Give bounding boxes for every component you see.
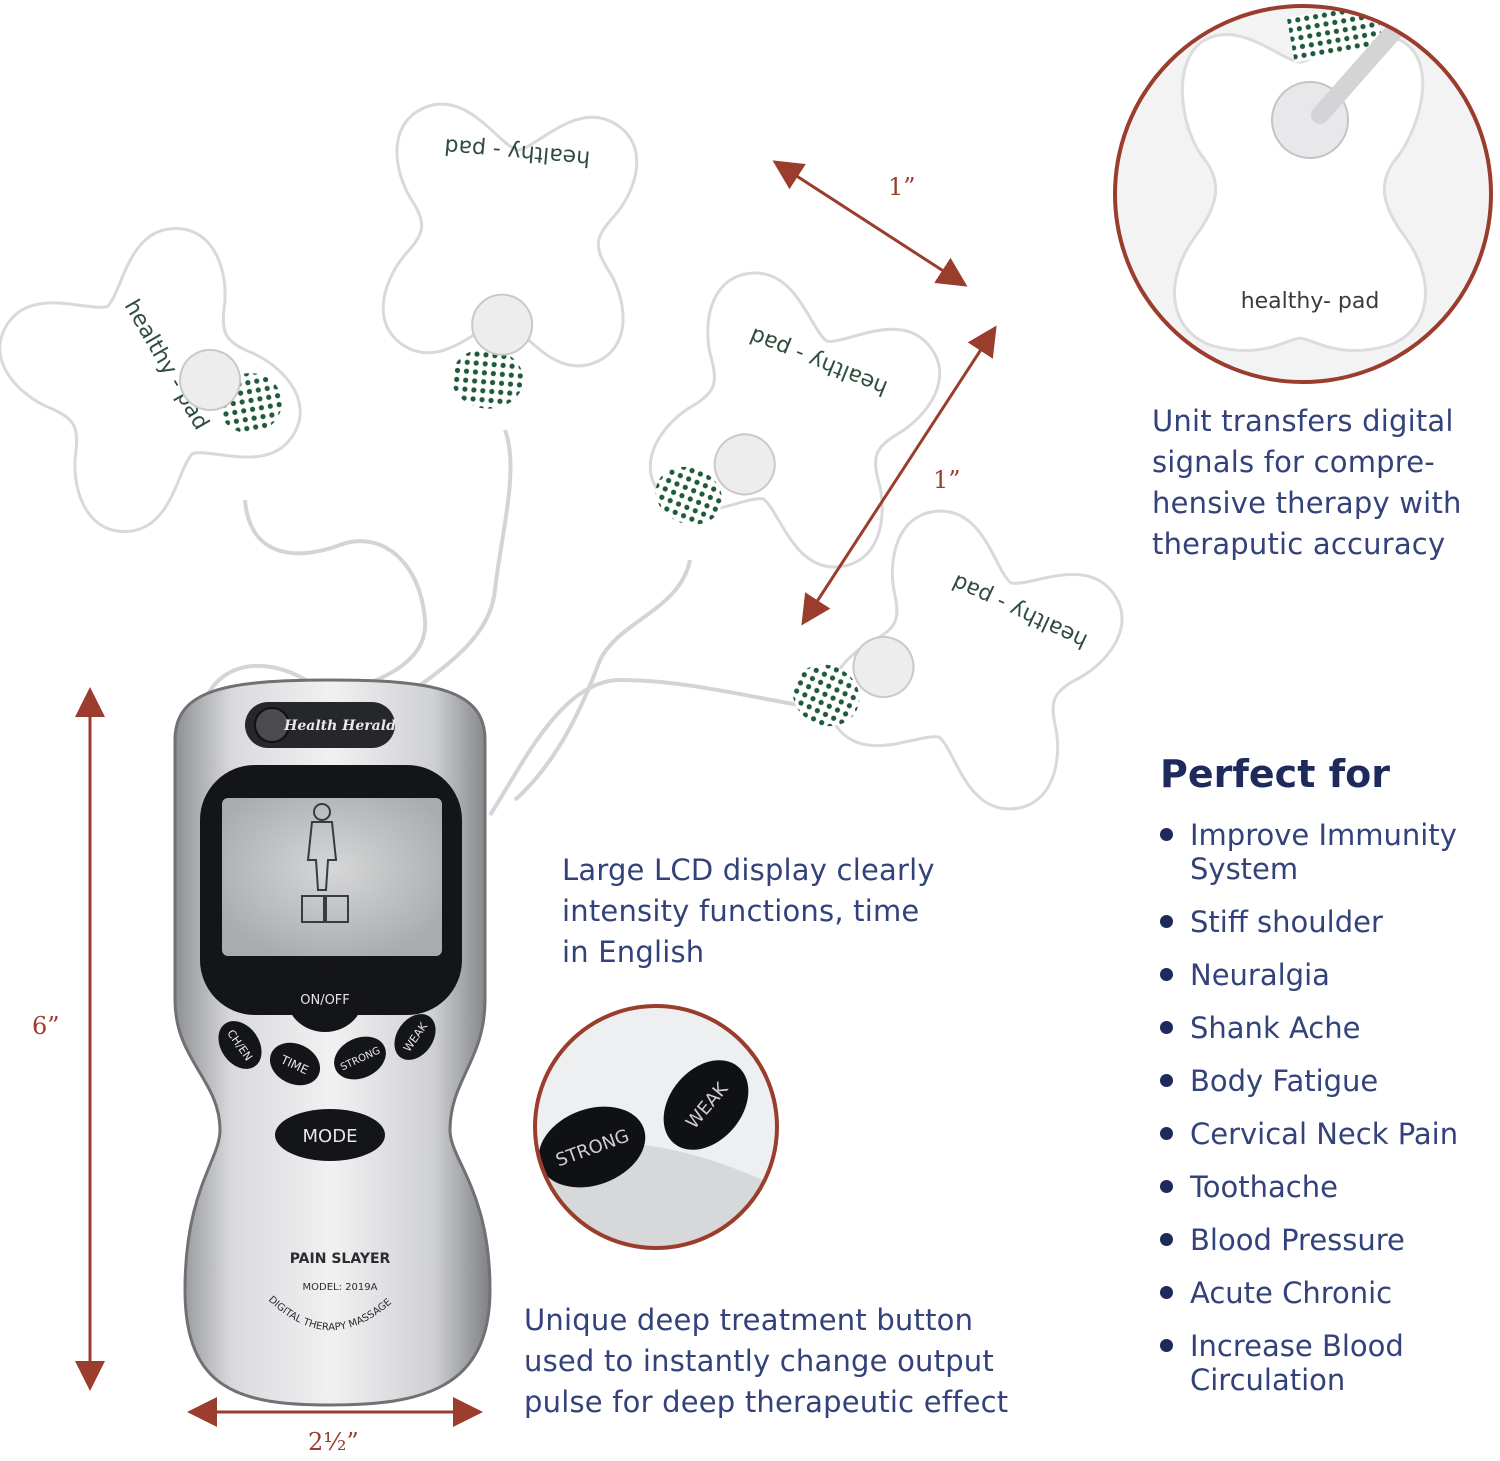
- button-zoom-circle: STRONG WEAK: [533, 1004, 779, 1250]
- list-item: Body Fatigue: [1158, 1064, 1458, 1098]
- weak-button[interactable]: WEAK: [386, 1006, 444, 1068]
- time-button[interactable]: TIME: [263, 1035, 327, 1093]
- list-item: Shank Ache: [1158, 1011, 1458, 1045]
- list-item: Acute Chronic: [1158, 1276, 1458, 1310]
- list-item: Toothache: [1158, 1170, 1458, 1204]
- cable-jack: [254, 707, 290, 743]
- zoom-pad-label: healthy- pad: [1241, 289, 1380, 314]
- caption-digital-signals: Unit transfers digital signals for compr…: [1152, 404, 1462, 561]
- ch-en-button[interactable]: CH/EN: [210, 1013, 271, 1077]
- electrode-pad-1: healthy - pad: [0, 210, 318, 550]
- svg-text:MODE: MODE: [303, 1126, 358, 1147]
- device-width-dimension: 2½”: [308, 1428, 359, 1456]
- caption-deep-treatment-button: Unique deep treatment button used to ins…: [524, 1303, 1009, 1419]
- device-brand: Health Herald: [283, 718, 396, 734]
- pad-width-dimension: 1”: [888, 173, 916, 201]
- list-item: Cervical Neck Pain: [1158, 1117, 1458, 1151]
- list-item: Stiff shoulder: [1158, 905, 1458, 939]
- device-height-dimension: 6”: [32, 1012, 60, 1040]
- dimension-arrows: [75, 160, 997, 1427]
- body-figure-icon: [301, 803, 349, 923]
- list-item: Neuralgia: [1158, 958, 1458, 992]
- pad-height-dimension: 1”: [933, 466, 961, 494]
- device-model: MODEL: 2019A: [303, 1282, 378, 1293]
- device-logo: PAIN SLAYER: [290, 1251, 391, 1267]
- strong-button[interactable]: STRONG: [327, 1028, 393, 1087]
- list-item: Blood Pressure: [1158, 1223, 1458, 1257]
- svg-text:ON/OFF: ON/OFF: [300, 993, 350, 1008]
- on-off-button[interactable]: ON/OFF: [287, 964, 363, 1032]
- electrode-pad-2: healthy - pad: [377, 98, 643, 409]
- mode-button[interactable]: MODE: [275, 1109, 385, 1161]
- zoom-strong-button: STRONG: [538, 1106, 646, 1188]
- pad-zoom-circle: healthy- pad: [1113, 4, 1493, 384]
- tens-device: Health Herald ON/OFF CH/EN TIME STRONG W: [173, 678, 492, 1407]
- lcd-screen: [222, 798, 442, 956]
- caption-lcd-display: Large LCD display clearly intensity func…: [562, 853, 935, 969]
- zoom-weak-button: WEAK: [663, 1060, 749, 1150]
- perfect-for-title: Perfect for: [1160, 752, 1390, 796]
